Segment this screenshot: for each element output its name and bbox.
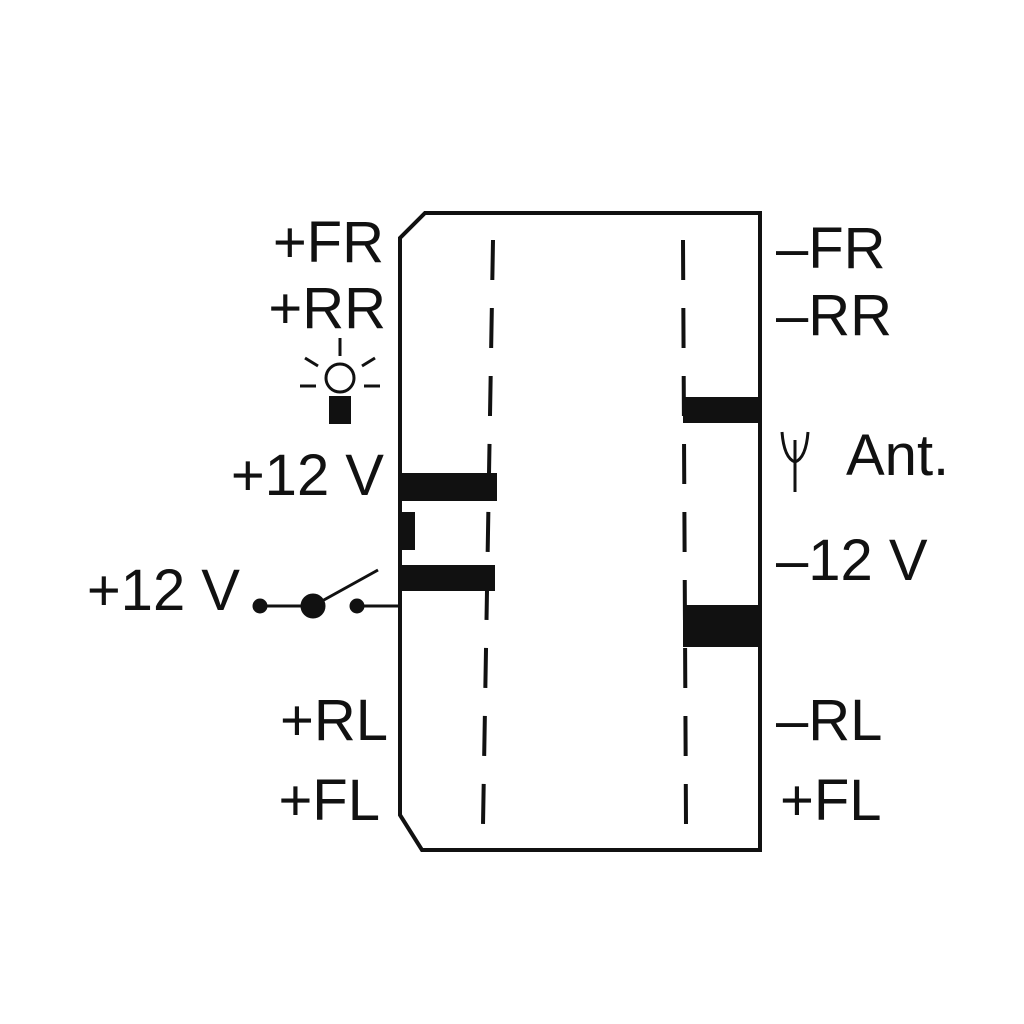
label-minus-fr: –FR	[776, 216, 886, 281]
lamp-icon	[300, 338, 380, 424]
pin-small	[402, 512, 415, 550]
label-antenna: Ant.	[846, 423, 949, 488]
label-minus-rl: –RL	[776, 688, 882, 753]
antenna-icon	[780, 431, 810, 492]
label-plus-rr: +RR	[268, 276, 386, 341]
label-minus-rr: –RR	[776, 283, 892, 348]
pin-minus-12v	[683, 605, 760, 647]
label-plus-fl: +FL	[278, 768, 380, 833]
pin-12v-switch	[400, 565, 495, 591]
label-plus-rl: +RL	[280, 688, 388, 753]
left-dashed-line	[481, 239, 495, 826]
right-dashed-line	[681, 239, 688, 826]
label-minus-12v: –12 V	[776, 528, 928, 593]
label-plus-12v-lamp: +12 V	[231, 443, 384, 508]
switch-icon	[252, 568, 400, 619]
pin-12v-lamp	[400, 473, 497, 501]
label-plus-fl-right: +FL	[780, 768, 882, 833]
label-plus-12v-switch: +12 V	[87, 558, 240, 623]
connector-outline	[398, 211, 762, 852]
pin-antenna	[683, 397, 760, 423]
label-plus-fr: +FR	[273, 210, 384, 275]
